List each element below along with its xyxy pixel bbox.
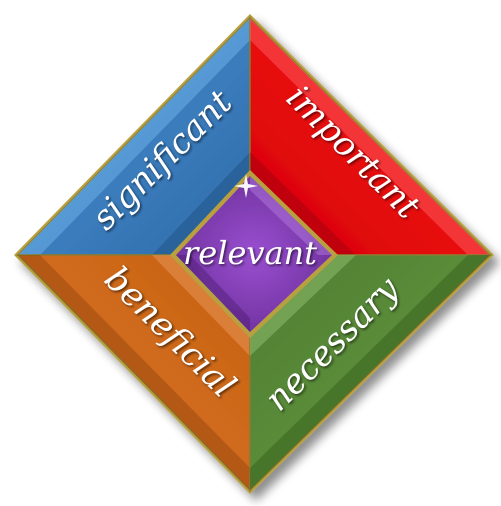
sparkle-icon [234, 174, 258, 198]
label-relevant: relevant [183, 234, 317, 272]
